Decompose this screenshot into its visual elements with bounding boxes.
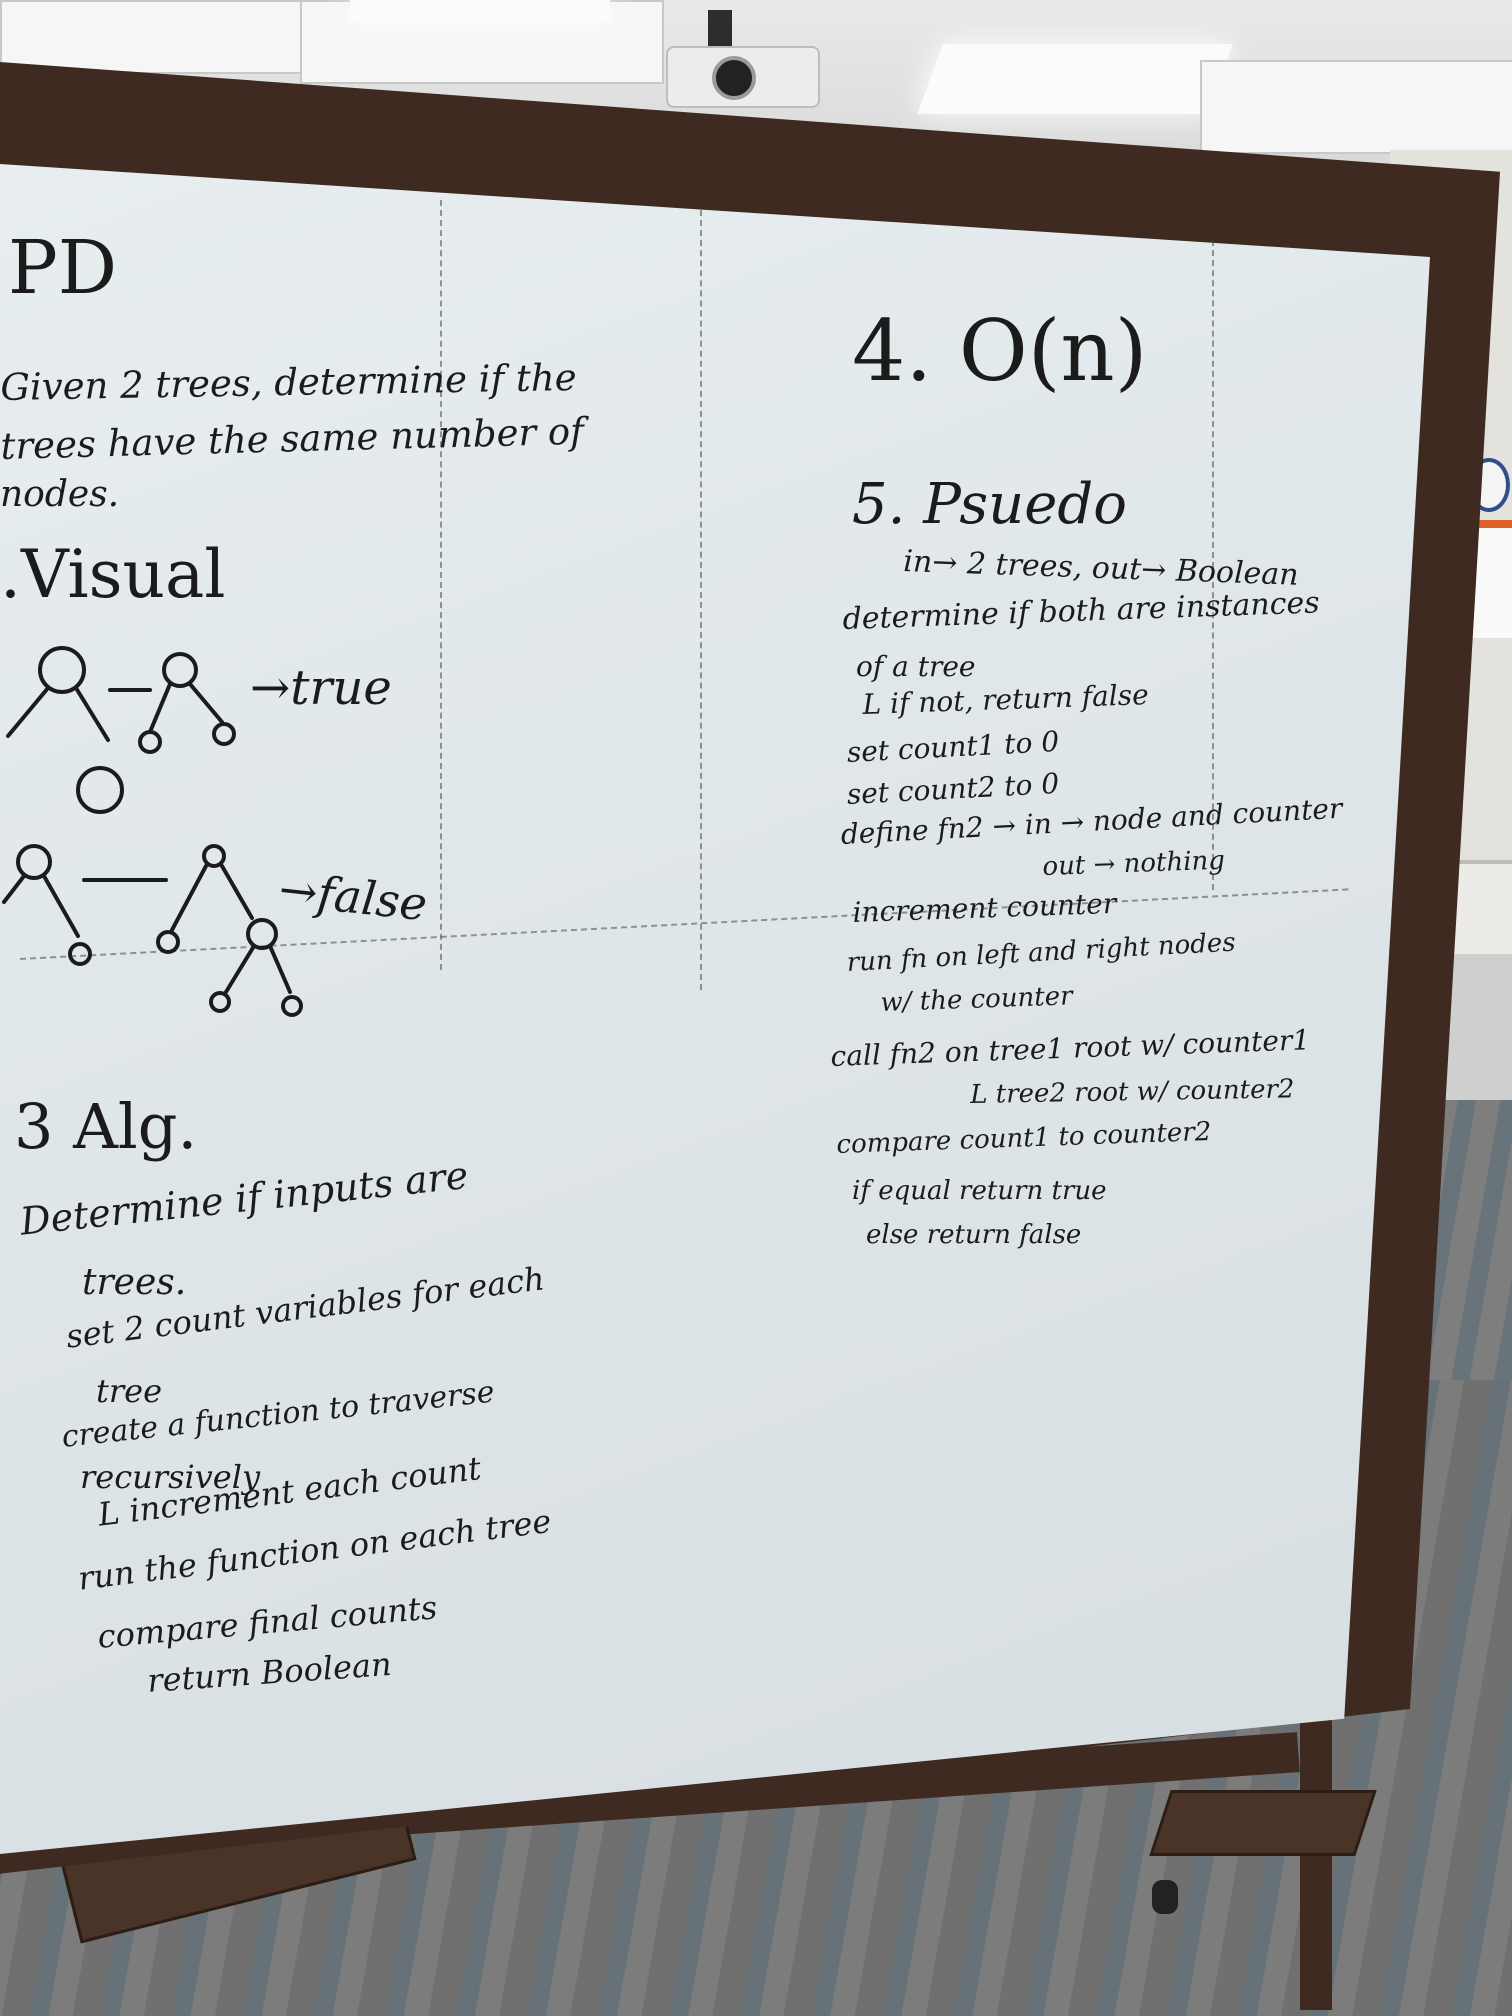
visual-true-label: →true bbox=[250, 660, 392, 716]
alg-heading: 3 Alg. bbox=[14, 1090, 198, 1163]
ceiling-tile bbox=[0, 0, 304, 74]
tree-diagrams bbox=[2, 646, 303, 1017]
pseudo-line-8: out → nothing bbox=[1042, 845, 1226, 882]
projector-lens bbox=[712, 56, 756, 100]
tree-node bbox=[38, 646, 86, 694]
tree-node bbox=[209, 991, 231, 1013]
pseudo-line-3: of a tree bbox=[856, 650, 976, 683]
big-o-heading: 4. O(n) bbox=[852, 302, 1148, 400]
pd-heading: PD bbox=[8, 225, 118, 311]
alg-line-4: tree bbox=[96, 1372, 163, 1410]
ghost-line bbox=[700, 210, 702, 990]
visual-heading: .Visual bbox=[0, 536, 226, 613]
pseudo-line-15: if equal return true bbox=[852, 1176, 1107, 1206]
tree-node bbox=[156, 930, 180, 954]
tree-node bbox=[212, 722, 236, 746]
tree-node bbox=[16, 844, 52, 880]
caster-wheel bbox=[1152, 1880, 1178, 1914]
tree-node bbox=[68, 942, 92, 966]
pseudo-line-16: else return false bbox=[866, 1220, 1082, 1250]
projector-mount bbox=[708, 10, 732, 50]
ghost-line bbox=[1212, 240, 1214, 890]
tree-node bbox=[138, 730, 162, 754]
ceiling-light bbox=[917, 44, 1233, 114]
alg-line-6: recursively bbox=[80, 1458, 261, 1496]
tree-node bbox=[202, 844, 226, 868]
stand-foot bbox=[1149, 1790, 1377, 1856]
tree-node bbox=[246, 918, 278, 950]
tree-node bbox=[281, 995, 303, 1017]
whiteboard-surface bbox=[0, 164, 1430, 1854]
ghost-line bbox=[440, 200, 442, 970]
pd-line-3: nodes. bbox=[0, 474, 120, 515]
pseudo-heading: 5. Psuedo bbox=[852, 472, 1127, 537]
ceiling-light bbox=[350, 0, 610, 22]
tree-node bbox=[76, 766, 124, 814]
pseudo-line-13: L tree2 root w/ counter2 bbox=[970, 1074, 1295, 1110]
alg-line-2: trees. bbox=[82, 1262, 187, 1303]
ceiling-tile bbox=[1200, 60, 1512, 154]
tree-node bbox=[162, 652, 198, 688]
